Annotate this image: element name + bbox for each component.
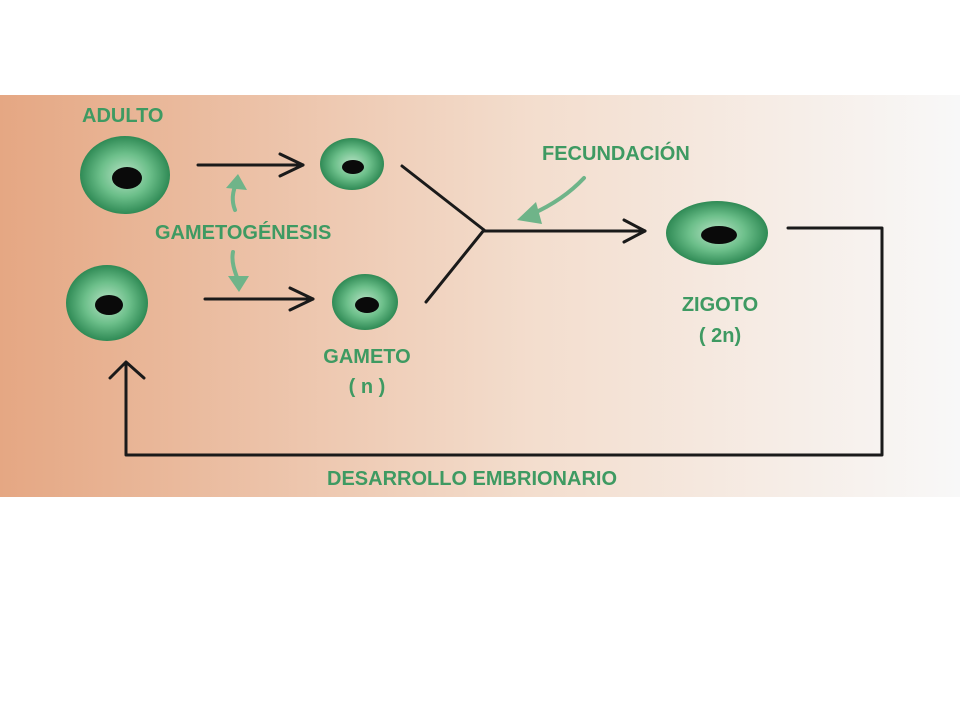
fecundacion-arrow (517, 176, 586, 224)
arrow-adult-to-gamete-top (196, 152, 305, 178)
gametogenesis-arrow-down (228, 250, 249, 292)
fertilization-join-lines (400, 164, 486, 304)
development-loop-arrow (108, 226, 884, 457)
label-zigoto-ploidy: ( 2n) (699, 325, 741, 347)
nucleus (95, 295, 123, 315)
zygote-cell (666, 201, 768, 265)
label-gameto: GAMETO (323, 346, 410, 368)
label-gametogenesis: GAMETOGÉNESIS (155, 221, 331, 244)
label-fecundacion: FECUNDACIÓN (542, 141, 690, 165)
nucleus (701, 226, 737, 244)
arrow-adult-to-gamete-bottom (203, 286, 315, 312)
label-zigoto: ZIGOTO (682, 294, 758, 316)
nucleus (342, 160, 364, 174)
adult-cell-bottom (66, 265, 148, 341)
adult-cell-top (80, 136, 170, 214)
arrow-to-zygote (482, 218, 647, 244)
nucleus (355, 297, 379, 313)
gamete-cell-bottom (332, 274, 398, 330)
gamete-cell-top (320, 138, 384, 190)
label-adulto: ADULTO (82, 105, 163, 127)
nucleus (112, 167, 142, 189)
label-gameto-ploidy: ( n ) (349, 376, 386, 398)
gametogenesis-arrow-up (226, 174, 247, 212)
label-desarrollo-embrionario: DESARROLLO EMBRIONARIO (327, 468, 617, 490)
